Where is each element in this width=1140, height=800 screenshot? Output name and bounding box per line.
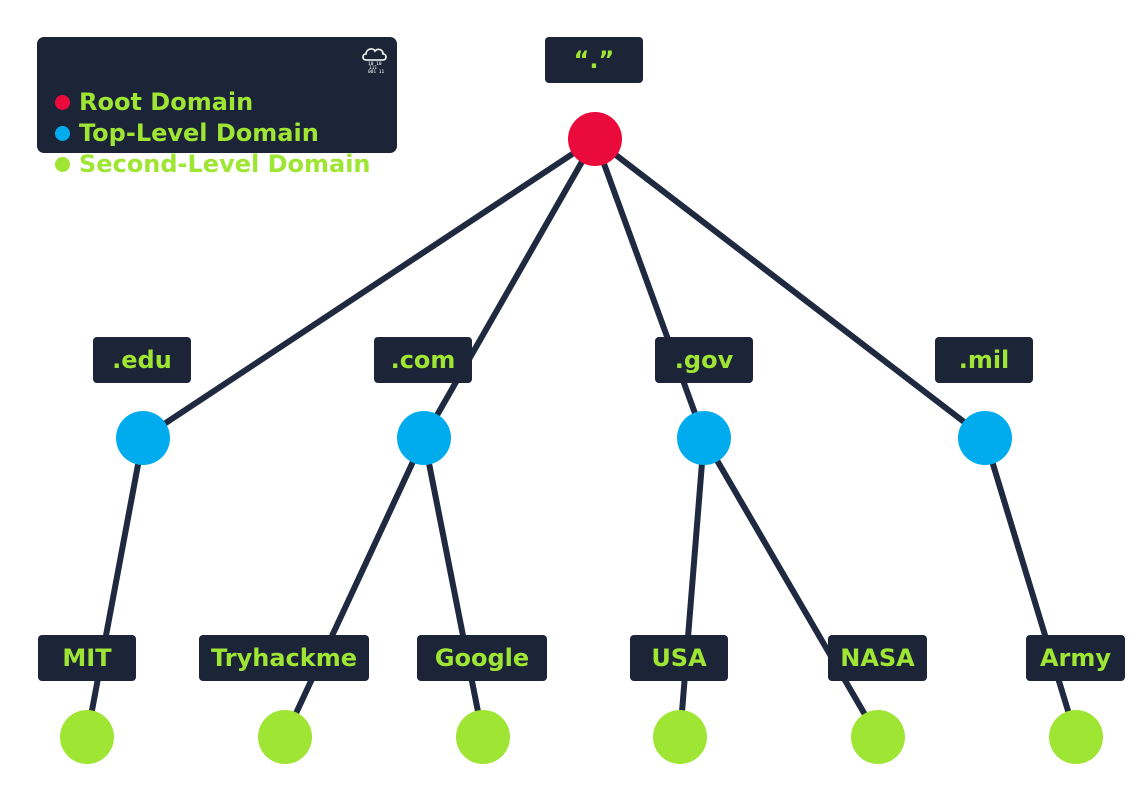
legend-item-tld: Top-Level Domain [55,119,319,147]
edge-gov-nasa [701,435,881,740]
tld-node-gov [677,411,731,465]
tld-color-dot [55,125,70,141]
sld-node-mit [60,710,114,764]
svg-text:111: 111 [369,65,377,71]
root-node [568,112,622,166]
legend-label-root: Root Domain [79,88,254,116]
edge-mil-army [982,435,1079,740]
sld-node-tryhackme [258,710,312,764]
legend-item-sld: Second-Level Domain [55,150,371,178]
svg-text:001 11: 001 11 [368,69,385,75]
edge-edu-mit [84,435,146,740]
edge-root-mil [592,136,988,441]
edge-com-tryhackme [282,435,427,740]
legend-label-sld: Second-Level Domain [79,150,371,178]
sld-label-google: Google [417,635,547,681]
legend: Root Domain Top-Level Domain Second-Leve… [37,37,397,178]
edge-root-com [421,136,598,441]
edge-gov-usa [677,435,707,740]
sld-label-nasa: NASA [828,635,927,681]
legend-label-tld: Top-Level Domain [79,119,319,147]
sld-color-dot [55,156,70,172]
sld-node-google [456,710,510,764]
tld-node-com [397,411,451,465]
root-color-dot [55,94,70,110]
tld-node-mil [958,411,1012,465]
edge-root-gov [592,136,707,441]
tld-node-edu [116,411,170,465]
sld-label-army: Army [1026,635,1125,681]
tld-label-gov: .gov [655,337,753,383]
edge-com-google [421,435,486,740]
tld-label-edu: .edu [93,337,191,383]
sld-label-usa: USA [630,635,728,681]
cloud-binary-icon: 10 10 111 001 11 [362,48,387,75]
tld-label-com: .com [374,337,472,383]
legend-item-root: Root Domain [55,88,253,116]
sld-node-nasa [851,710,905,764]
edge-root-edu [140,136,598,441]
sld-label-tryhackme: Tryhackme [199,635,369,681]
svg-text:10 10: 10 10 [368,61,382,67]
sld-node-usa [653,710,707,764]
root-label: “.” [545,37,643,83]
sld-node-army [1049,710,1103,764]
sld-label-mit: MIT [38,635,136,681]
tld-label-mil: .mil [935,337,1033,383]
